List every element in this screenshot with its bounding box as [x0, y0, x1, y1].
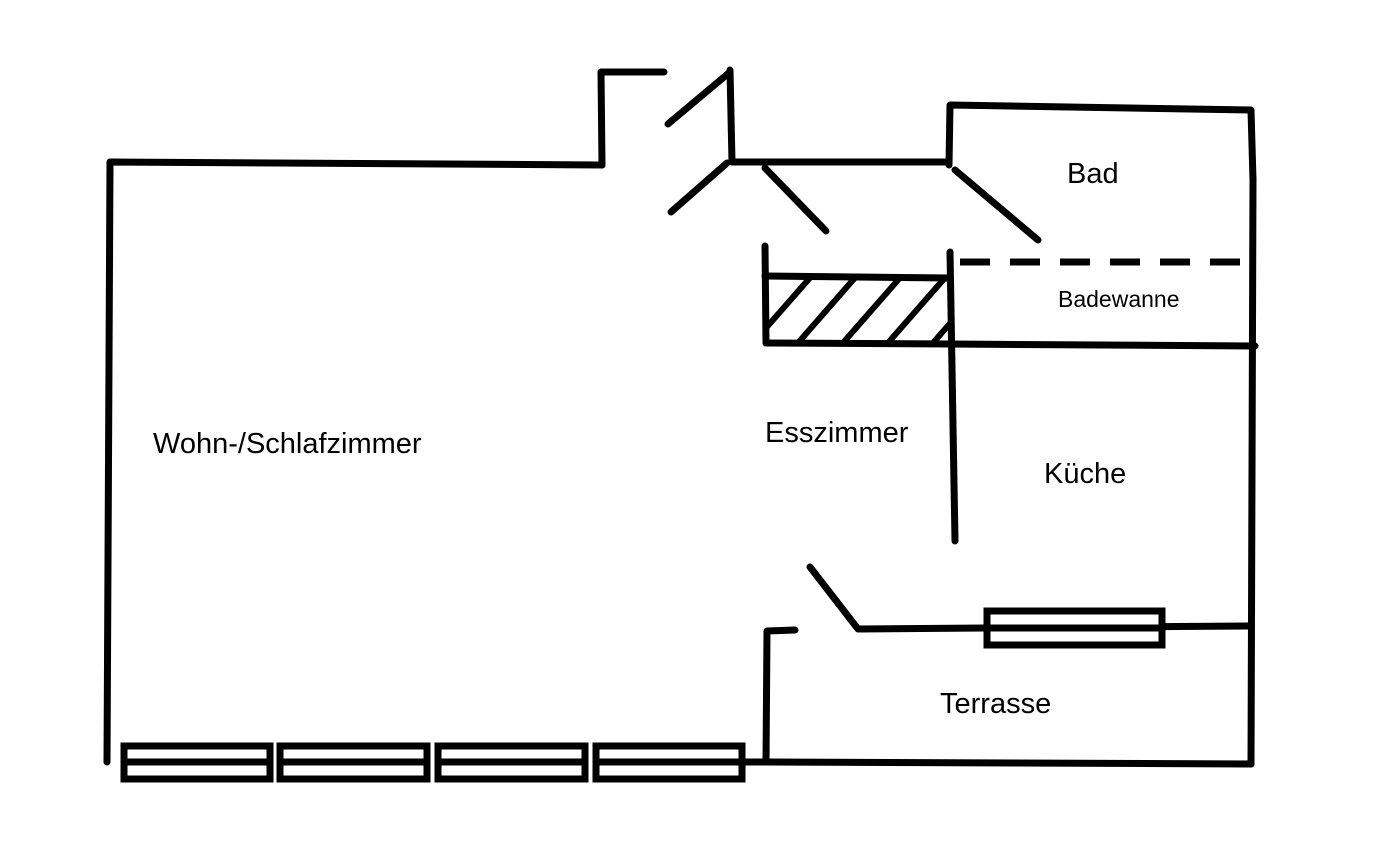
- bathroom-outer-wall: [945, 101, 1257, 184]
- hatched-block-top-wall: [761, 272, 954, 282]
- entrance-door-leaf-lower: [667, 159, 731, 216]
- living-room-label: Wohn-/Schlafzimmer: [153, 428, 422, 460]
- terrace-door-leaf: [806, 563, 862, 633]
- living-room-left-top-wall: [103, 158, 606, 766]
- bathroom-label: Bad: [1067, 158, 1119, 190]
- room-labels: Wohn-/Schlafzimmer Esszimmer Bad Badewan…: [153, 158, 1180, 720]
- right-outer-wall: [1247, 174, 1257, 768]
- bathtub-label: Badewanne: [1058, 286, 1180, 312]
- hatched-block-bottom-wall: [762, 339, 954, 348]
- bathtub-bottom-wall: [944, 340, 1259, 350]
- entrance-door-leaf-upper: [664, 68, 734, 128]
- bathroom: [944, 101, 1259, 350]
- dining-door-leaf: [761, 164, 830, 235]
- bottom-wall: [762, 758, 1255, 768]
- terrace-label: Terrasse: [940, 688, 1051, 720]
- terrace-left-wall: [762, 626, 799, 766]
- bathroom-door-leaf: [951, 166, 1042, 244]
- hatch-pattern: [767, 278, 950, 342]
- hatched-block: [761, 242, 959, 545]
- hatched-block-left-wall: [761, 242, 770, 347]
- outer-walls: [103, 66, 1257, 768]
- kitchen-partition-wall: [946, 248, 959, 545]
- entrance-doors: [664, 68, 830, 235]
- entrance-door-jamb: [726, 66, 952, 166]
- windows: [120, 607, 1166, 783]
- entrance-wall: [597, 68, 668, 169]
- dining-room-label: Esszimmer: [765, 417, 909, 449]
- terrace: [762, 563, 1252, 766]
- kitchen-label: Küche: [1044, 458, 1126, 490]
